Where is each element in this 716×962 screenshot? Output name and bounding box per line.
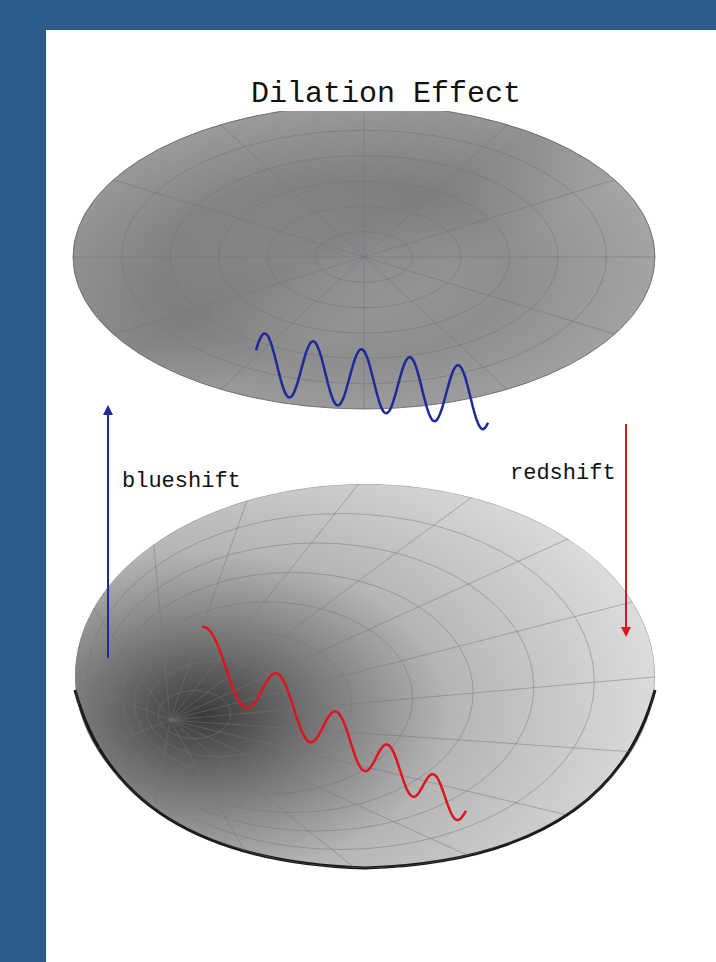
diagram-title: Dilation Effect xyxy=(249,78,523,111)
shift-label: blueshift xyxy=(120,470,243,494)
shift-label: redshift xyxy=(508,462,618,486)
